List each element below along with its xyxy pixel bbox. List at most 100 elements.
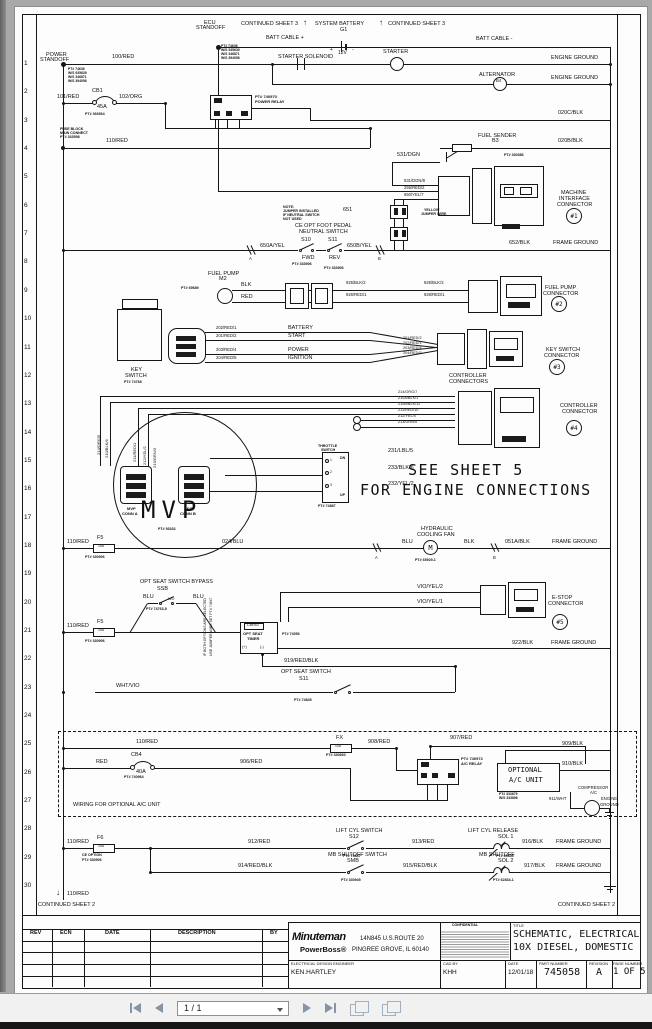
wire-label: KEY: [131, 367, 143, 373]
wire-label: CE OPT FOOT PEDAL: [295, 223, 352, 229]
wire-label: M2: [219, 276, 227, 282]
junction-dot: [394, 746, 398, 750]
wire-segment: [394, 219, 395, 227]
wire-label: 913/RED: [412, 839, 435, 845]
page-duplicate-button[interactable]: [382, 1000, 401, 1016]
page-transpose-button[interactable]: [350, 1000, 369, 1016]
symbol-rect: [176, 344, 196, 349]
wire-segment: [63, 548, 610, 549]
previous-page-button[interactable]: [155, 1003, 163, 1013]
switch-contact: [360, 846, 364, 850]
wire-label: RED: [241, 294, 253, 300]
revision-value: A: [596, 967, 603, 978]
wire-segment: [536, 960, 537, 988]
row-number: 25: [24, 740, 32, 748]
first-page-button[interactable]: [130, 1003, 141, 1013]
symbol-rect: [520, 187, 532, 195]
wire-segment: [148, 414, 455, 415]
wire-label: OPT SEAT SWITCH: [281, 669, 331, 675]
wire-label: 925/BLK/2: [346, 280, 366, 285]
symbol-rect: [432, 773, 438, 778]
engine-connections-note: FOR ENGINE CONNECTIONS: [360, 481, 592, 499]
row-number: 13: [24, 400, 32, 408]
wire-label: 024/BLU: [222, 539, 244, 545]
wire-segment: [63, 632, 240, 633]
by-header: BY: [270, 930, 278, 936]
wire-segment: [239, 120, 240, 128]
wire-label: FUEL PUMP: [545, 285, 577, 291]
wire-segment: [100, 396, 101, 466]
wire-segment: [153, 768, 350, 769]
wire-label: WHT/VIO: [116, 683, 140, 689]
wire-segment: [607, 815, 612, 816]
wire-label: IGNITION: [288, 355, 313, 361]
wire-segment: [205, 332, 370, 333]
wire-segment: [63, 768, 133, 769]
wire-segment: [341, 41, 342, 52]
switch-contact: [158, 601, 162, 605]
page-number-label: PAGE NUMBER: [613, 961, 643, 966]
wire-segment: [297, 58, 298, 70]
row-number: 17: [24, 513, 32, 521]
fuse-f5b: [93, 628, 115, 637]
fwd-switch-s10: [298, 247, 316, 253]
wire-segment: [150, 872, 610, 873]
wire-label: CONNECTOR: [548, 601, 584, 607]
wire-segment: [288, 922, 640, 923]
wire-label: 45A: [97, 104, 107, 110]
symbol-rect: [402, 230, 406, 237]
next-page-button[interactable]: [303, 1003, 311, 1013]
wire-label: STARTER: [383, 49, 409, 55]
continued-sheet-3-right: CONTINUED SHEET 3: [388, 21, 446, 27]
wire-segment: [63, 148, 370, 149]
junction-dot: [61, 248, 65, 252]
wire-label: KEY SWITCH: [546, 347, 581, 353]
symbol-rect: [421, 773, 427, 778]
last-page-icon: [334, 1003, 336, 1013]
part-number-label: PT# 333679: [499, 792, 518, 796]
wire-label: START: [288, 333, 306, 339]
part-number-label: PT# 330386: [504, 153, 524, 157]
part-number-label: PT# 74847: [343, 854, 361, 858]
ref-circle-5: #5: [552, 614, 568, 630]
junction-dot: [60, 61, 66, 67]
switch-contact: [310, 248, 314, 252]
row-number: 27: [24, 797, 32, 805]
row-number: 19: [24, 570, 32, 578]
wire-segment: [310, 120, 610, 121]
part-number-label: PT# 333906: [324, 266, 344, 270]
row-number: 10: [24, 315, 32, 323]
wire-label: MB SHUTOFF SWITCH: [328, 852, 387, 858]
symbol-rect: [345, 44, 347, 50]
wire-label: MB SHUTOFF: [479, 852, 515, 858]
rev-switch-s11: [326, 247, 344, 253]
wire-segment: [350, 800, 448, 801]
wire-segment: [605, 812, 614, 813]
symbol-rect: [176, 336, 196, 341]
ref-circle-1: #1: [566, 208, 582, 224]
wire-label: +: [330, 47, 333, 53]
wire-label: 211/RED/10: [398, 408, 419, 412]
wire-label: 213/GRN/5: [398, 420, 417, 424]
junction-dot: [260, 652, 264, 656]
fuel-pump-connector: [500, 276, 542, 316]
symbol-rect: [494, 338, 518, 350]
row-number: 18: [24, 541, 32, 549]
wire-segment: [22, 14, 23, 988]
page-indicator-dropdown[interactable]: 1 / 1: [177, 1000, 289, 1016]
wire-segment: [52, 929, 53, 987]
mvp-circle: [113, 412, 257, 558]
contact-circle: [150, 765, 155, 770]
wire-label: ENGINE: [601, 796, 618, 801]
previous-page-icon: [155, 1003, 163, 1013]
wire-label: A/C RELAY: [461, 761, 483, 766]
wire-label: FUSE BLOCK: [60, 127, 84, 131]
wire-segment: [22, 929, 288, 930]
wire-segment: [609, 808, 610, 812]
ref-circle-4: #4: [566, 420, 582, 436]
last-page-button[interactable]: [325, 1003, 336, 1013]
part-number-label: W/S 935639: [68, 71, 87, 75]
symbol-rect: [448, 773, 455, 778]
part-number-label: PT# 740972: [461, 756, 483, 761]
wire-label: 651: [343, 207, 353, 213]
